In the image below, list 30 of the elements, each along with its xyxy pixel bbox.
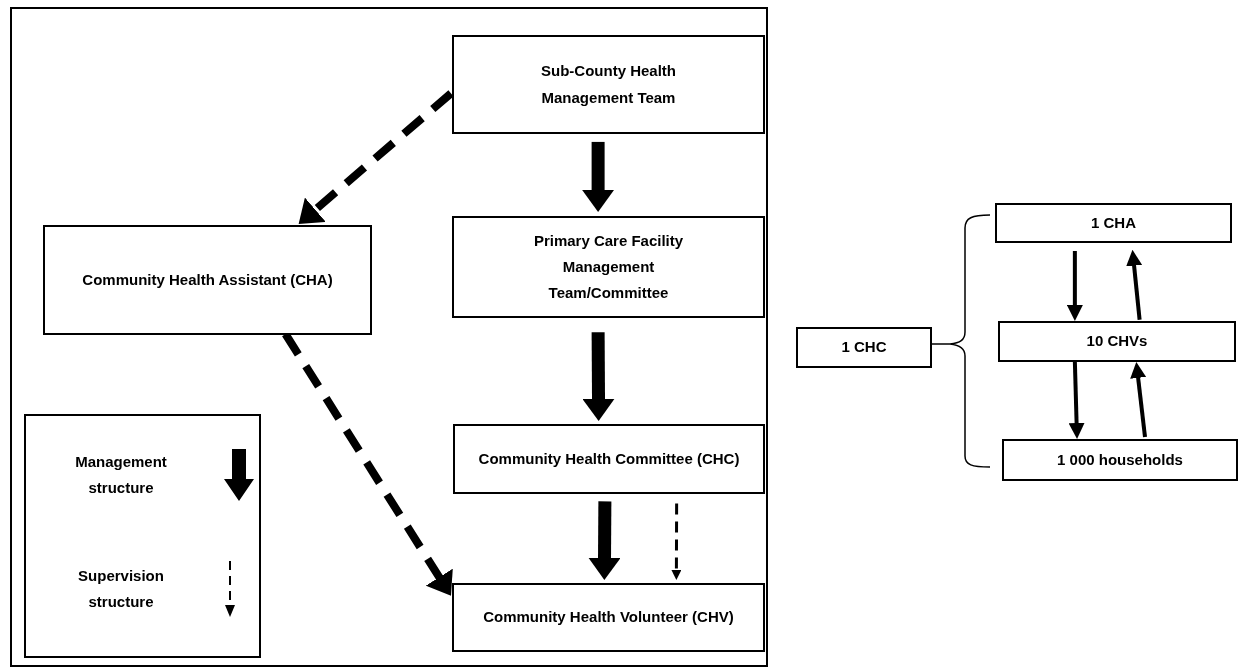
arrow — [1068, 361, 1085, 439]
arrow — [582, 141, 615, 212]
box-label: 10 CHVs — [1086, 331, 1148, 352]
arrow — [1126, 249, 1143, 320]
box-label: 1 CHA — [1091, 212, 1136, 233]
arrow — [588, 501, 621, 580]
box-label: 1 000 households — [1057, 449, 1183, 470]
legend-label: Management structure — [74, 451, 168, 498]
process-box — [796, 327, 932, 368]
arrow — [1130, 362, 1147, 438]
process-box — [452, 583, 765, 652]
box-label: Community Health Volunteer (CHV) — [483, 607, 734, 628]
box-label: Community Health Committee (CHC) — [478, 448, 740, 469]
arrow — [582, 332, 615, 421]
process-box — [998, 321, 1236, 362]
process-box — [453, 424, 765, 494]
box-label: Primary Care Facility Management Team/Committee — [532, 230, 685, 304]
process-box — [452, 35, 765, 134]
legend-label: Supervision structure — [77, 565, 165, 612]
box-label: Community Health Assistant (CHA) — [82, 269, 333, 290]
process-box — [452, 216, 765, 318]
dashed-arrow — [671, 503, 682, 580]
box-label: Sub-County Health Management Team — [540, 61, 677, 108]
process-box — [43, 225, 372, 335]
frame-box — [10, 7, 768, 667]
arrow — [1066, 251, 1083, 321]
box-label: 1 CHC — [841, 337, 887, 358]
dashed-arrow — [298, 90, 454, 224]
process-box — [995, 203, 1232, 243]
process-box — [1002, 439, 1238, 481]
